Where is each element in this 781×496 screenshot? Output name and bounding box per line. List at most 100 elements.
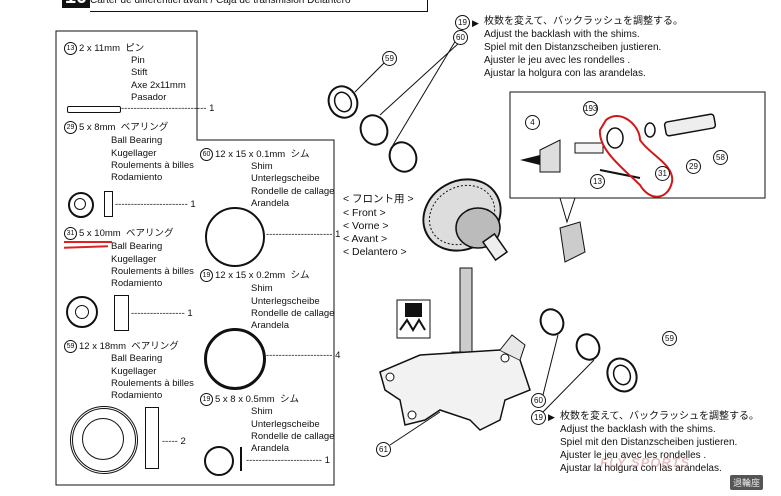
part-19a-num: 19 — [200, 269, 213, 282]
step-title: Carter de differentiel avant / Caja de t… — [90, 0, 351, 6]
note-bottom-es: Ajustar la holgura con las arandelas. — [560, 463, 722, 474]
parts-box-outline — [55, 30, 335, 486]
parts-list-panel — [55, 30, 335, 486]
bearing-31-icon — [66, 296, 98, 328]
note-top-ja: 枚数を変えて、バックラッシュを調整する。 — [484, 16, 683, 27]
note-top-en: Adjust the backlash with the shims. — [484, 29, 640, 40]
callout-29: 29 — [686, 159, 701, 174]
part-13-name-fr: Axe 2x11mm — [131, 80, 186, 91]
header-rule-right — [427, 0, 428, 12]
part-19a-qty: --------------------- 4 — [266, 350, 341, 361]
part-19a-name-en: Shim — [251, 283, 273, 294]
note-bottom-fr: Ajuster le jeu avec les rondelles . — [560, 450, 707, 461]
part-13-name-en: Pin — [131, 55, 145, 66]
part-29-qty: ----------------------- 1 — [115, 199, 196, 210]
red-underline-mark — [64, 241, 112, 243]
fx-overlay-text: FLY SPORTS — [600, 455, 691, 470]
bearing-29-inner-icon — [74, 198, 86, 210]
callout-31: 31 — [655, 166, 670, 181]
part-29-name-fr: Roulements à billes — [111, 160, 194, 171]
part-60-name-de: Unterlegscheibe — [251, 173, 320, 184]
callout-19-top: 19 — [455, 15, 470, 30]
part-59-name-es: Rodamiento — [111, 390, 163, 401]
part-29-name-en: Ball Bearing — [111, 135, 163, 146]
note-bottom-arrow-icon: ▶ — [548, 412, 555, 422]
part-19b-num: 19 — [200, 393, 213, 406]
pin-icon — [67, 106, 121, 113]
shim-19a-icon — [204, 328, 266, 390]
bearing-29-icon — [68, 192, 94, 218]
part-19b-name-de: Unterlegscheibe — [251, 419, 320, 430]
note-top-es: Ajustar la holgura con las arandelas. — [484, 68, 646, 79]
shim-60-icon — [205, 207, 265, 267]
note-top-arrow-icon: ▶ — [472, 18, 479, 28]
part-60-name-en: Shim — [251, 161, 273, 172]
front-label-en: < Front > — [343, 207, 386, 219]
part-59-qty: ----- 2 — [162, 436, 186, 447]
step-number: 10 — [62, 0, 90, 8]
front-label-de: < Vorne > — [343, 220, 389, 232]
part-60-name-fr: Rondelle de callage — [251, 186, 335, 197]
part-31-name-en: Ball Bearing — [111, 241, 163, 252]
part-13-num: 13 — [64, 42, 77, 55]
callout-59-top: 59 — [382, 51, 397, 66]
part-59-name-fr: Roulements à billes — [111, 378, 194, 389]
callout-60-top: 60 — [453, 30, 468, 45]
front-label-ja: < フロント用 > — [343, 193, 414, 205]
part-19a-name-fr: Rondelle de callage — [251, 308, 335, 319]
part-59-name-de: Kugellager — [111, 366, 157, 377]
watermark-badge: 退輪座 — [730, 475, 764, 490]
bearing-59-inner-icon — [82, 418, 124, 460]
note-top-de: Spiel mit den Distanzscheiben justieren. — [484, 42, 662, 53]
part-31-name-fr: Roulements à billes — [111, 266, 194, 277]
part-19b-qty: ------------------------ 1 — [246, 455, 330, 466]
part-19a-name-de: Unterlegscheibe — [251, 296, 320, 307]
callout-19-bottom: 19 — [531, 410, 546, 425]
part-19b-name-es: Arandela — [251, 443, 290, 454]
part-59-num: 59 — [64, 340, 77, 353]
callout-58: 58 — [713, 150, 728, 165]
part-29-num: 29 — [64, 121, 77, 134]
part-60-qty: --------------------- 1 — [266, 229, 341, 240]
shim-19b-icon — [204, 446, 234, 476]
bearing-59-side-icon — [145, 407, 159, 469]
part-13-qty: --------------------------- 1 — [121, 103, 215, 114]
part-19a-name-es: Arandela — [251, 320, 290, 331]
part-13-name-es: Pasador — [131, 92, 167, 103]
front-label-fr: < Avant > — [343, 233, 388, 245]
note-bottom-en: Adjust the backlash with the shims. — [560, 424, 716, 435]
part-29-name-es: Rodamiento — [111, 172, 163, 183]
part-19b-name-fr: Rondelle de callage — [251, 431, 335, 442]
bearing-59-icon — [70, 406, 138, 474]
part-59-name-en: Ball Bearing — [111, 353, 163, 364]
part-13-name-de: Stift — [131, 67, 148, 78]
shim-19b-side-icon — [240, 447, 242, 471]
note-bottom-ja: 枚数を変えて、バックラッシュを調整する。 — [560, 411, 759, 422]
note-bottom-de: Spiel mit den Distanzscheiben justieren. — [560, 437, 738, 448]
part-31-name-es: Rodamiento — [111, 278, 163, 289]
callout-13: 13 — [590, 174, 605, 189]
part-31-num: 31 — [64, 227, 77, 240]
part-19b-name-en: Shim — [251, 406, 273, 417]
part-31-qty: ----------------- 1 — [131, 308, 193, 319]
callout-61: 61 — [376, 442, 391, 457]
note-top-fr: Ajuster le jeu avec les rondelles . — [484, 55, 631, 66]
callout-60-bottom: 60 — [531, 393, 546, 408]
bearing-29-side-icon — [104, 191, 113, 217]
part-31-name-de: Kugellager — [111, 254, 157, 265]
callout-193: 193 — [583, 101, 598, 116]
callout-4: 4 — [525, 115, 540, 130]
part-60-name-es: Arandela — [251, 198, 290, 209]
callout-59-bottom: 59 — [662, 331, 677, 346]
bearing-31-side-icon — [114, 295, 129, 331]
part-29-name-de: Kugellager — [111, 148, 157, 159]
front-label-es: < Delantero > — [343, 246, 407, 258]
